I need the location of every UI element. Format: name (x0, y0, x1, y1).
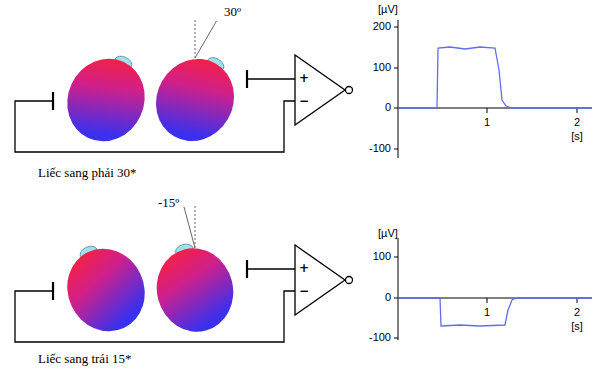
tick-label: 1 (484, 307, 490, 318)
axis-unit: [µV] (378, 4, 398, 15)
circuit-wires (15, 55, 353, 152)
tick-label: 0 (385, 102, 391, 113)
tick-label: 100 (373, 251, 391, 262)
chart-axes (394, 238, 592, 340)
head-rotated (141, 40, 251, 155)
head (54, 41, 160, 154)
head (52, 231, 158, 344)
tick-label: 2 (574, 307, 580, 318)
tick-label: 200 (373, 21, 391, 32)
tick-label: -100 (369, 332, 391, 343)
input-sign: − (299, 285, 309, 297)
axis-unit: [s] (571, 131, 583, 142)
tick-label: 0 (385, 292, 391, 303)
reference-line (195, 206, 196, 248)
tick-label: 100 (373, 62, 391, 73)
input-sign: + (299, 262, 309, 274)
circuit-wires (15, 245, 353, 342)
chart-axes (394, 20, 592, 158)
tick-label: 2 (574, 117, 580, 128)
caption: Liếc sang trái 15* (38, 352, 132, 365)
axis-unit: [s] (571, 321, 583, 332)
axis-unit: [µV] (378, 228, 398, 239)
signal-trace (398, 47, 592, 108)
tick-label: -100 (369, 143, 391, 154)
angle-label: -15º (158, 196, 179, 209)
tick-label: 1 (484, 117, 490, 128)
caption: Liếc sang phải 30* (38, 166, 137, 179)
input-sign: + (299, 72, 309, 84)
angle-label: 30º (224, 5, 241, 18)
reference-line (195, 18, 196, 58)
gaze-line (184, 207, 195, 248)
gaze-line (195, 21, 217, 58)
input-sign: − (299, 95, 309, 107)
signal-trace (398, 298, 592, 326)
head-rotated (146, 235, 242, 341)
